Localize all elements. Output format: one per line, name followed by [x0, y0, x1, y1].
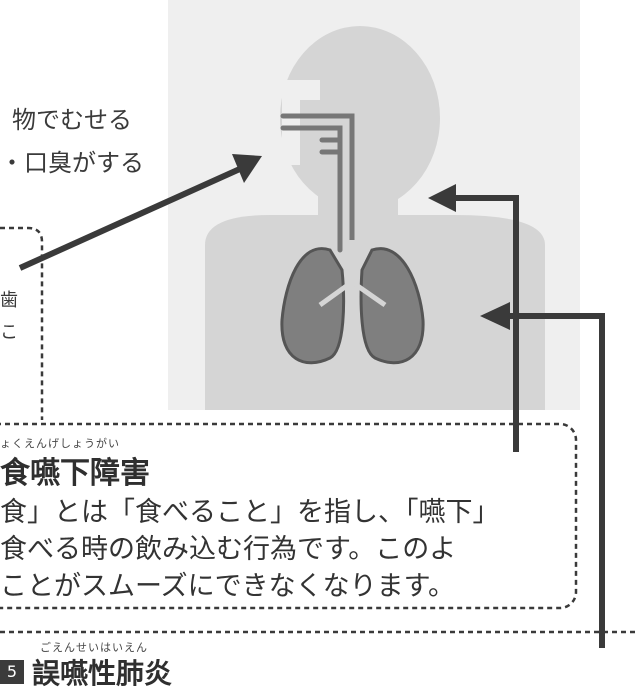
pneumonia-ruby: ごえんせいはいえん: [40, 641, 148, 654]
arrow-to-chest: [452, 195, 519, 452]
section-number-badge: 5: [0, 660, 24, 684]
airway: [280, 113, 355, 253]
lungs: [280, 240, 425, 365]
pneumonia-title: 誤嚥性肺炎: [32, 657, 173, 690]
dysphagia-ruby: ょくえんげしょうがい: [0, 437, 120, 450]
side-text-1: 歯: [0, 290, 18, 311]
arrow-to-lung: [510, 313, 605, 648]
arrow-head-lung: [480, 302, 510, 330]
side-text-2: こ: [0, 322, 18, 343]
dashed-box-dysphagia: [0, 422, 578, 610]
arrow-head-chest: [428, 184, 456, 212]
arrow-to-mouth: [18, 154, 262, 271]
dysphagia-body-line-2: 食べる時の飲み込む行為です。このよ: [0, 534, 457, 565]
dysphagia-title: 食嚥下障害: [0, 456, 150, 491]
illustration: [0, 26, 636, 648]
dysphagia-body-line-1: 食」とは「食べること」を指し、「嚥下」: [0, 497, 500, 528]
dysphagia-body-line-3: ことがスムーズにできなくなります。: [0, 571, 455, 602]
symptom-bad-breath: ・口臭がする: [0, 149, 144, 177]
dashed-box-symptoms: [0, 226, 44, 420]
symptom-choking: 物でむせる: [12, 106, 132, 134]
